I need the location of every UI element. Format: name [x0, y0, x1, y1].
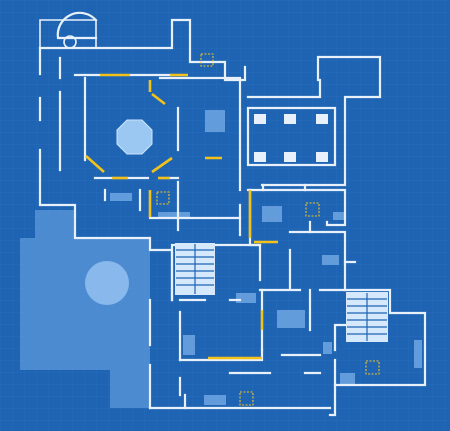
windows — [254, 114, 328, 162]
stairs-icon[interactable] — [175, 243, 215, 295]
furniture-desk — [262, 206, 282, 222]
round-pool-icon[interactable] — [85, 261, 129, 305]
furniture-table — [277, 310, 305, 328]
window-5 — [284, 152, 296, 162]
spawn-marker-icon[interactable] — [239, 391, 254, 406]
window-1 — [254, 114, 266, 124]
furniture-shelf — [323, 342, 332, 354]
spawn-marker-icon[interactable] — [200, 53, 214, 67]
spawn-marker-icon[interactable] — [305, 202, 320, 217]
furniture-armchair — [183, 335, 195, 355]
furniture-bed — [205, 110, 225, 132]
furniture-locker — [414, 340, 422, 368]
octagon-table-icon[interactable] — [116, 119, 153, 155]
doors — [85, 73, 278, 360]
furniture-counter — [236, 293, 256, 303]
window-4 — [254, 152, 266, 162]
door-5[interactable] — [85, 155, 105, 173]
window-6 — [316, 152, 328, 162]
furniture-bench — [158, 212, 190, 219]
door-7[interactable] — [151, 156, 173, 174]
door-4[interactable] — [151, 92, 166, 106]
window-3 — [316, 114, 328, 124]
stairs-icon[interactable] — [346, 292, 388, 342]
furniture-rug — [204, 395, 226, 405]
yard-area — [20, 210, 150, 408]
spawn-markers — [156, 53, 380, 406]
furniture-layer — [110, 110, 422, 405]
spawn-marker-icon[interactable] — [156, 191, 170, 205]
furniture-cabinet — [322, 255, 339, 265]
spawn-marker-icon[interactable] — [365, 360, 380, 375]
furniture-plant — [333, 212, 345, 220]
window-2 — [284, 114, 296, 124]
furniture-crate — [340, 373, 355, 385]
walls — [38, 11, 427, 417]
furniture-sofa — [110, 193, 132, 201]
